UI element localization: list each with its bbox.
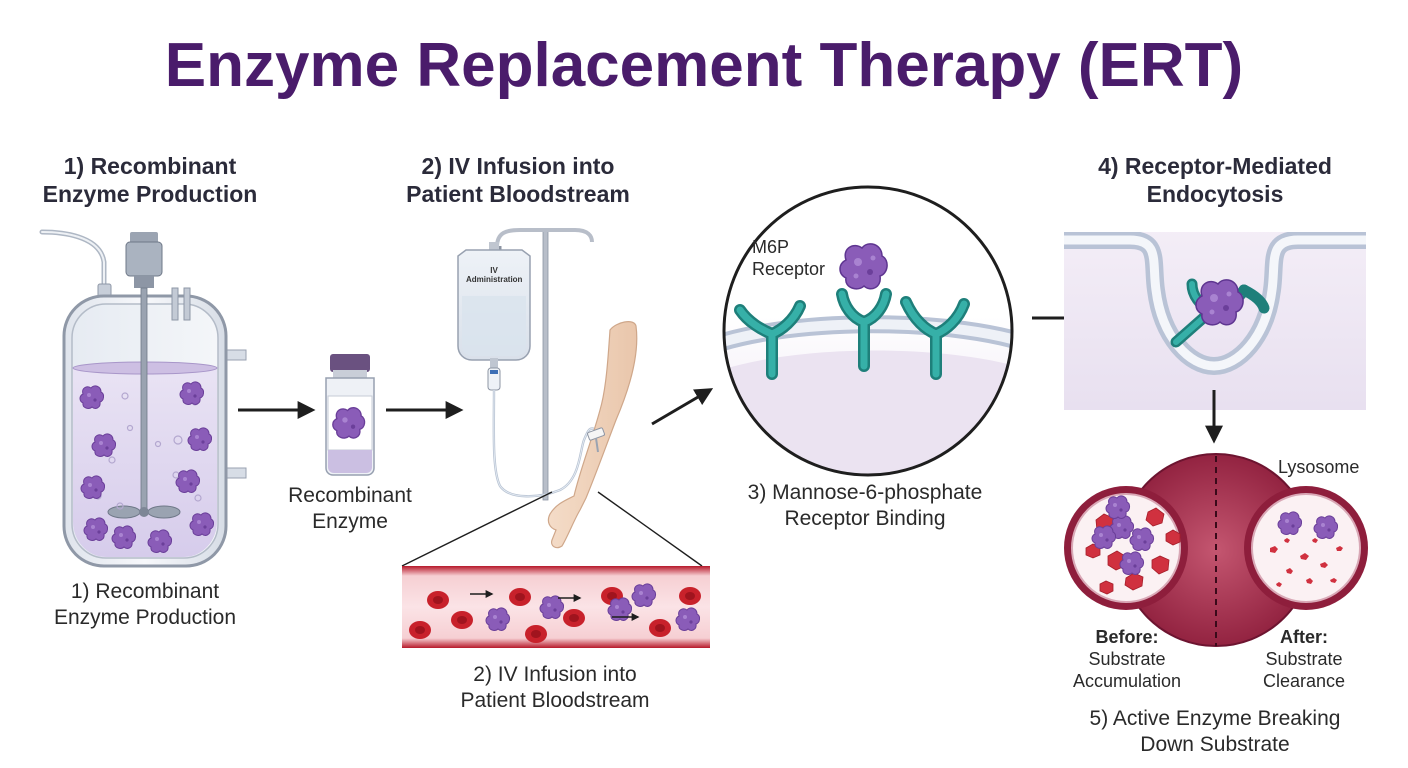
- vial-caption: Recombinant Enzyme: [288, 484, 412, 533]
- receptor-binding-view: [722, 185, 1014, 477]
- substrate-clearance: [1270, 511, 1343, 587]
- step2-caption: 2) IV Infusion into Patient Bloodstream: [460, 663, 650, 712]
- lysosome-label: Lysosome: [1278, 457, 1360, 477]
- page-title: Enzyme Replacement Therapy (ERT): [164, 31, 1244, 100]
- enzyme-vial: [325, 354, 375, 476]
- step2-heading: 2) IV Infusion into Patient Bloodstream: [406, 153, 630, 207]
- arrow-3: [651, 388, 714, 426]
- step4-heading: 4) Receptor-Mediated Endocytosis: [1098, 153, 1332, 207]
- iv-setup: [401, 228, 710, 648]
- after-label: After: Substrate Clearance: [1262, 627, 1346, 691]
- step1-heading: 1) Recombinant Enzyme Production: [42, 153, 258, 207]
- m6p-receptor-label: M6P Receptor: [752, 237, 826, 279]
- iv-bag-label: IV Administration: [466, 266, 523, 284]
- substrate-accumulation: [1085, 495, 1181, 595]
- before-label: Before: Substrate Accumulation: [1072, 627, 1182, 691]
- step5-caption: 5) Active Enzyme Breaking Down Substrate: [1089, 707, 1341, 756]
- bioreactor: [39, 229, 247, 568]
- step3-caption: 3) Mannose-6-phosphate Receptor Binding: [747, 481, 983, 530]
- step1-caption: 1) Recombinant Enzyme Production: [53, 580, 237, 629]
- internalized-enzyme: [1195, 279, 1244, 326]
- lysosome: [1064, 453, 1368, 647]
- bound-enzyme: [839, 243, 888, 290]
- endocytosis-view: [1064, 224, 1366, 410]
